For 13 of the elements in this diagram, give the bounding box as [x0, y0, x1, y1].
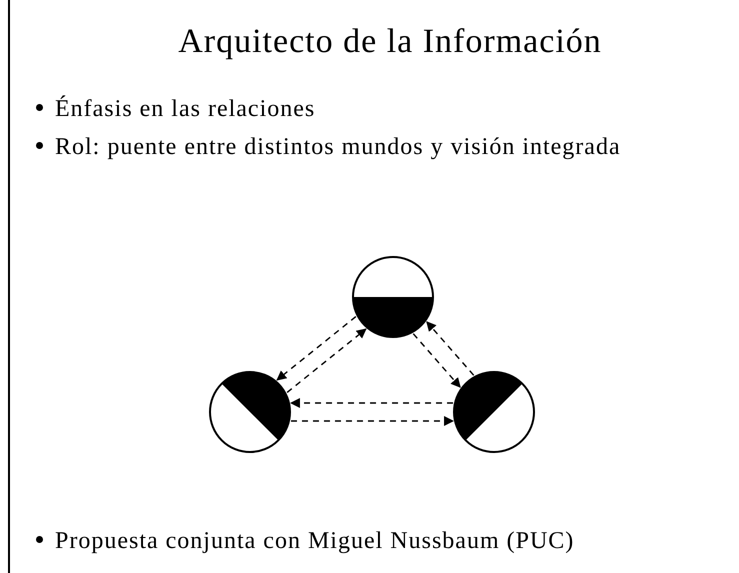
- dashed-arrow: [412, 333, 461, 388]
- half-filled-circle: [208, 370, 292, 454]
- dashed-arrow: [286, 328, 367, 393]
- bullet-text: Rol: puente entre distintos mundos y visión integrada: [55, 133, 621, 162]
- dashed-arrow: [276, 316, 356, 381]
- dashed-arrow: [426, 321, 474, 376]
- half-filled-circle: [452, 370, 536, 454]
- half-filled-circle: [351, 255, 435, 339]
- bullet-text: Énfasis en las relaciones: [55, 94, 316, 124]
- dashed-arrow: [290, 398, 454, 408]
- bullet-text: Propuesta conjunta con Miguel Nussbaum (PUC): [55, 527, 574, 556]
- dashed-arrow: [290, 416, 454, 426]
- title: Arquitecto de la Información: [177, 22, 603, 62]
